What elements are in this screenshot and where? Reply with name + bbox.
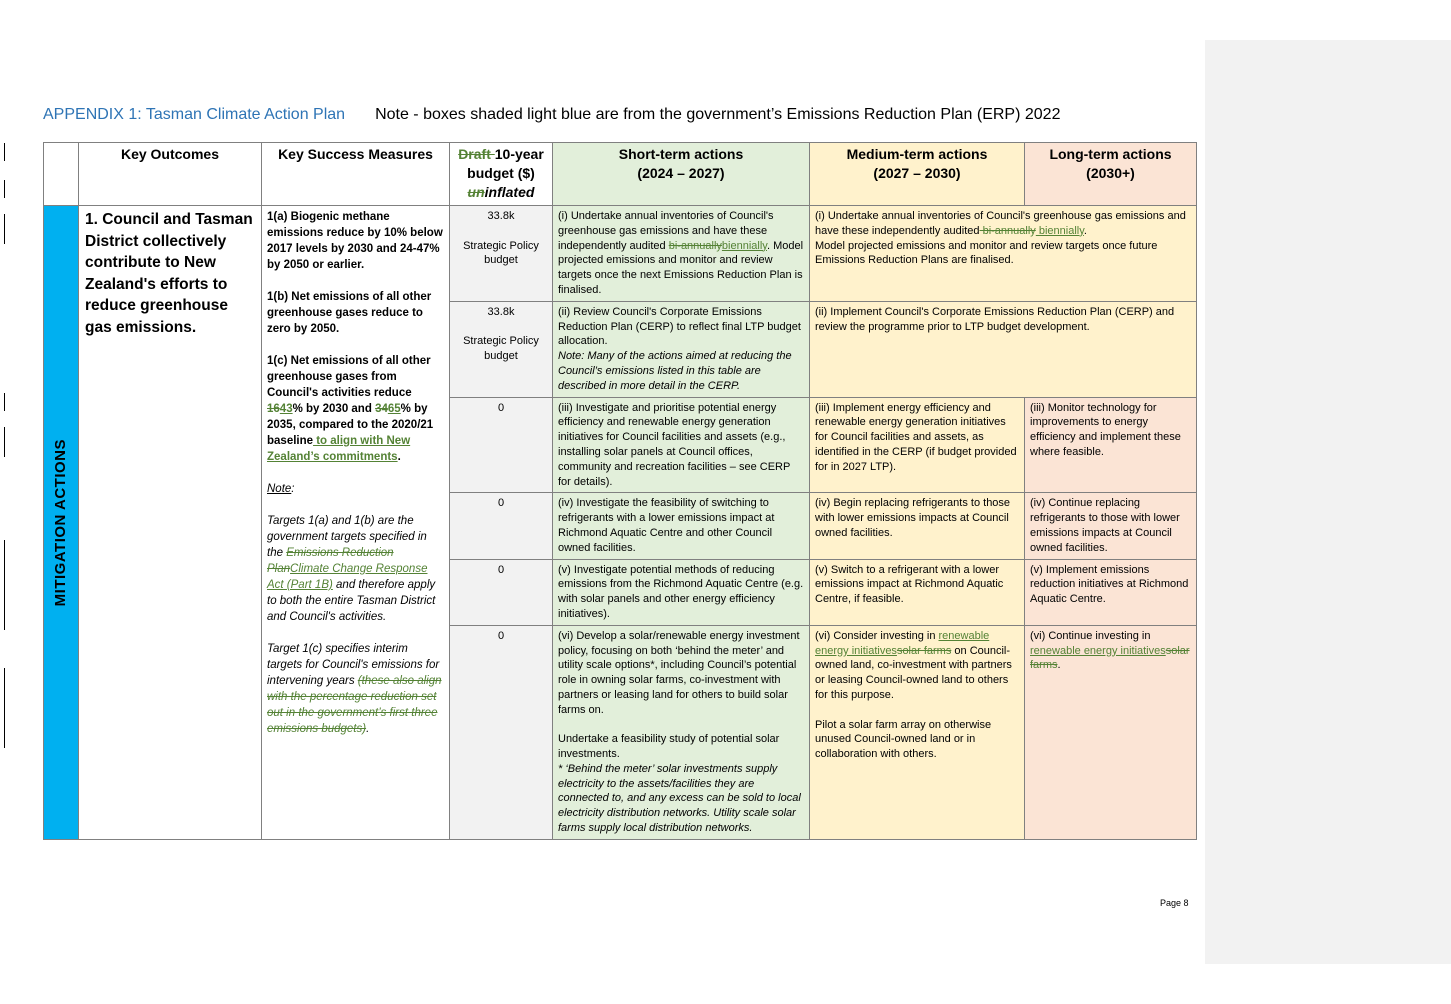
- note-label: Note:: [267, 483, 295, 495]
- medium-long-term-action: (ii) Implement Council's Corporate Emiss…: [809, 300, 1197, 398]
- measure-1b: 1(b) Net emissions of all other greenhou…: [267, 291, 432, 335]
- table-row: MITIGATION ACTIONS 1. Council and Tasman…: [43, 205, 1197, 840]
- change-bar: [4, 393, 5, 411]
- table-row: 0 (vi) Develop a solar/renewable energy …: [44, 624, 1197, 840]
- budget-cell: 0: [449, 558, 553, 626]
- change-bar: [4, 180, 5, 198]
- long-term-action: (iv) Continue replacing refrigerants to …: [1024, 492, 1197, 560]
- header-key-outcomes: Key Outcomes: [78, 142, 262, 206]
- short-term-action: (v) Investigate potential methods of red…: [552, 558, 810, 626]
- table-row: 0 (iii) Investigate and prioritise poten…: [44, 396, 1197, 494]
- medium-term-action: (vi) Consider investing in renewable ene…: [809, 624, 1025, 840]
- page-number: Page 8: [1160, 898, 1189, 908]
- short-term-action: (vi) Develop a solar/renewable energy in…: [552, 624, 810, 840]
- budget-cell: 0: [449, 396, 553, 494]
- key-success-measures: 1(a) Biogenic methane emissions reduce b…: [261, 205, 450, 840]
- long-term-action: (iii) Monitor technology for improvement…: [1024, 396, 1197, 494]
- header-long-term: Long-term actions(2030+): [1024, 142, 1197, 206]
- heading-note: Note - boxes shaded light blue are from …: [375, 106, 1061, 123]
- header-key-success-measures: Key Success Measures: [261, 142, 450, 206]
- medium-term-action: (iii) Implement energy efficiency and re…: [809, 396, 1025, 494]
- short-term-action: (iv) Investigate the feasibility of swit…: [552, 492, 810, 560]
- appendix-title: APPENDIX 1: Tasman Climate Action Plan: [43, 106, 346, 123]
- header-row: Key Outcomes Key Success Measures Draft …: [43, 142, 1197, 206]
- medium-term-action: (v) Switch to a refrigerant with a lower…: [809, 558, 1025, 626]
- change-bar: [4, 143, 5, 161]
- page-heading: APPENDIX 1: Tasman Climate Action Plan No…: [43, 106, 1060, 130]
- comments-pane: [1205, 40, 1451, 964]
- header-medium-term: Medium-term actions(2027 – 2030): [809, 142, 1025, 206]
- measure-1a: 1(a) Biogenic methane emissions reduce b…: [267, 211, 443, 271]
- change-bar: [4, 540, 5, 630]
- change-bar: [4, 214, 5, 244]
- measure-1c: 1(c) Net emissions of all other greenhou…: [267, 355, 434, 463]
- change-bar: [4, 668, 5, 748]
- medium-term-action: (iv) Begin replacing refrigerants to tho…: [809, 492, 1025, 560]
- change-bar: [4, 427, 5, 457]
- section-label: MITIGATION ACTIONS: [51, 438, 69, 607]
- targets-note: Targets 1(a) and 1(b) are the government…: [267, 515, 436, 623]
- key-outcome: 1. Council and Tasman District collectiv…: [78, 205, 262, 840]
- short-term-action: (ii) Review Council's Corporate Emission…: [552, 300, 810, 398]
- table-row: 0 (v) Investigate potential methods of r…: [44, 558, 1197, 626]
- table-row: 0 (iv) Investigate the feasibility of sw…: [44, 492, 1197, 560]
- budget-cell: 0: [449, 624, 553, 840]
- medium-long-term-action: (i) Undertake annual inventories of Coun…: [809, 205, 1197, 302]
- short-term-action: (iii) Investigate and prioritise potenti…: [552, 396, 810, 494]
- climate-action-table: Key Outcomes Key Success Measures Draft …: [43, 142, 1197, 840]
- long-term-action: (vi) Continue investing in renewable ene…: [1024, 624, 1197, 840]
- header-short-term: Short-term actions(2024 – 2027): [552, 142, 810, 206]
- budget-cell: 0: [449, 492, 553, 560]
- header-blank: [43, 142, 79, 206]
- section-label-cell: MITIGATION ACTIONS: [43, 205, 79, 840]
- short-term-action: (i) Undertake annual inventories of Coun…: [552, 205, 810, 302]
- long-term-action: (v) Implement emissions reduction initia…: [1024, 558, 1197, 626]
- target-1c-note: Target 1(c) specifies interim targets fo…: [267, 643, 442, 735]
- header-budget: Draft 10-year budget ($) uninflated: [449, 142, 553, 206]
